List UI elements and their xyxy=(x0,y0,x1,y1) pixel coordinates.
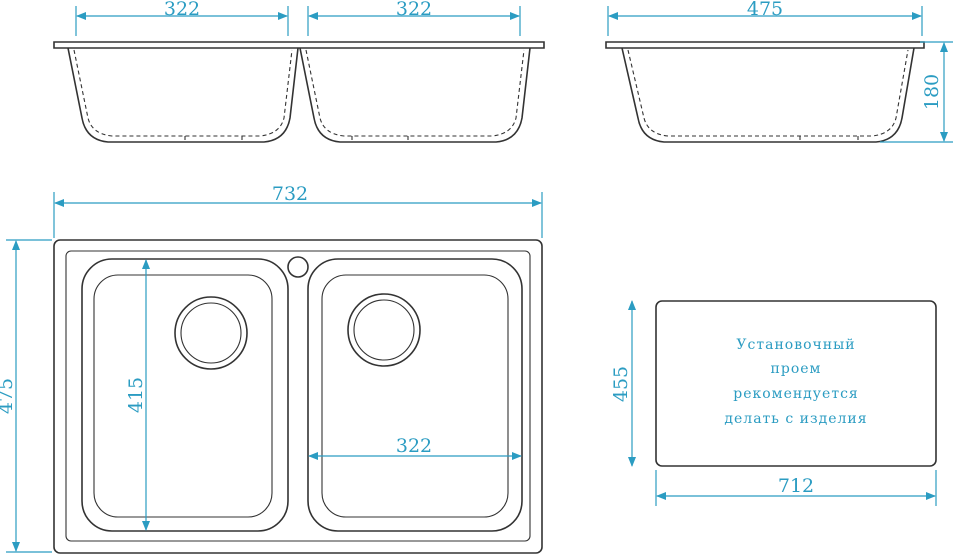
cutout-note-line: Установочный xyxy=(736,337,855,353)
dimension-cutout-height: 455 xyxy=(610,300,636,467)
dimension-label: 322 xyxy=(396,435,432,457)
dimension-right-bowl-width: 322 xyxy=(308,435,522,460)
dimension-label: 415 xyxy=(125,377,147,413)
dimension-side-width: 475 xyxy=(607,0,923,36)
dimension-overall-width: 732 xyxy=(53,183,543,238)
dimension-label: 322 xyxy=(396,0,432,20)
dimension-label: 732 xyxy=(272,183,308,205)
side-section-view xyxy=(605,41,925,143)
left-bowl xyxy=(81,258,289,532)
faucet-hole xyxy=(287,256,309,278)
cutout-note-line: делать с изделия xyxy=(724,411,867,427)
dimension-top-right: 322 xyxy=(307,0,521,36)
dimension-label: 180 xyxy=(921,74,943,110)
front-section-view xyxy=(53,41,545,143)
dimension-label: 455 xyxy=(610,366,632,402)
dimension-cutout-width: 712 xyxy=(655,470,937,506)
right-drain xyxy=(347,293,421,367)
dimension-label: 475 xyxy=(747,0,783,20)
right-bowl xyxy=(307,258,523,532)
dimension-overall-depth: 475 xyxy=(0,239,52,553)
cutout-note-line: рекомендуется xyxy=(733,386,859,402)
dimension-label: 712 xyxy=(778,475,814,497)
cutout-note-line: проем xyxy=(771,361,822,377)
left-drain xyxy=(174,296,248,370)
cutout-template: Установочный проем рекомендуется делать … xyxy=(655,300,937,467)
dimension-label: 322 xyxy=(164,0,200,20)
dimension-top-left: 322 xyxy=(75,0,289,36)
sink-plan-view xyxy=(53,239,543,554)
dimension-bowl-length: 415 xyxy=(125,259,150,531)
dimension-side-height: 180 xyxy=(880,41,953,143)
dimension-label: 475 xyxy=(0,378,17,414)
